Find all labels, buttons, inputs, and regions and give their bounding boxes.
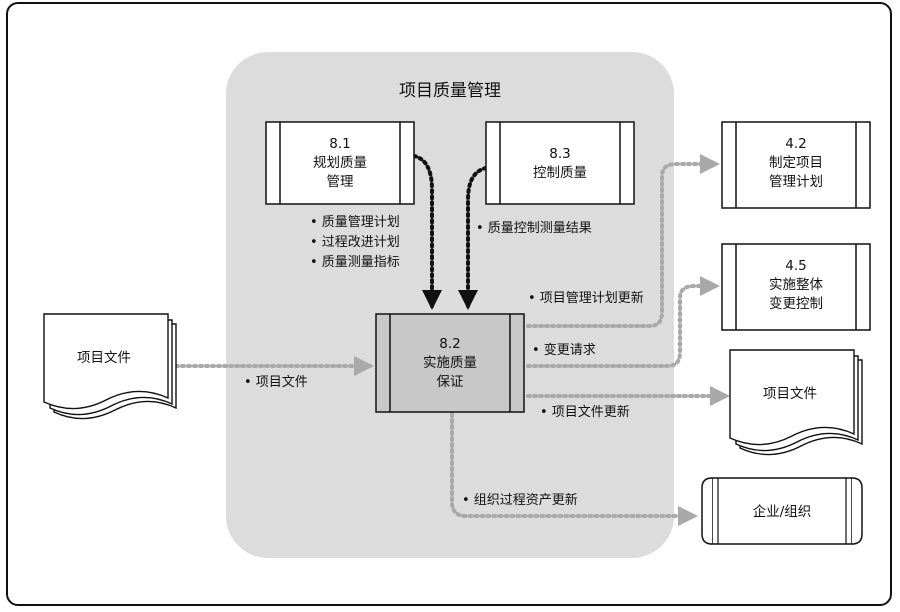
flow-label-change-request: • 变更请求	[532, 342, 596, 358]
panel-title: 项目质量管理	[399, 81, 501, 101]
document-label: 项目文件	[77, 350, 131, 366]
enterprise-label: 企业/组织	[753, 503, 812, 520]
flow-82-to-45	[526, 276, 720, 368]
process-number: 8.3	[549, 146, 570, 162]
flow-label-doc-update: • 项目文件更新	[540, 404, 630, 420]
process-label: 实施整体	[769, 277, 823, 293]
process-label: 实施质量	[423, 355, 477, 371]
process-label: 规划质量	[313, 155, 367, 171]
flow-82-to-42	[526, 154, 720, 328]
enterprise-box[interactable]: 企业/组织	[701, 477, 863, 545]
flow-label-input-docs: • 项目文件	[244, 375, 308, 390]
flow-label-process-improvement: • 过程改进计划	[310, 235, 400, 250]
flow-label-pm-plan-update: • 项目管理计划更新	[528, 290, 644, 306]
process-number: 4.2	[785, 136, 806, 152]
flow-label-quality-metrics: • 质量测量指标	[310, 255, 400, 270]
flow-81-to-82	[412, 154, 442, 310]
flow-label-opa-update: • 组织过程资产更新	[462, 492, 578, 508]
process-label: 控制质量	[533, 165, 587, 181]
process-label: 管理计划	[769, 174, 823, 190]
process-label: 制定项目	[769, 155, 823, 171]
flow-label-control-measurements: • 质量控制测量结果	[476, 221, 592, 236]
process-box-8-3[interactable]: 8.3 控制质量	[485, 121, 635, 205]
process-box-4-5[interactable]: 4.5 实施整体 变更控制	[721, 243, 871, 331]
flow-83-to-82	[458, 166, 488, 310]
process-label: 保证	[437, 374, 464, 390]
input-document-stack[interactable]: 项目文件	[43, 313, 177, 420]
output-document-stack[interactable]: 项目文件	[729, 349, 863, 456]
process-label: 变更控制	[769, 296, 823, 312]
process-box-8-2[interactable]: 8.2 实施质量 保证	[375, 313, 525, 413]
document-label: 项目文件	[763, 386, 817, 402]
process-box-4-2[interactable]: 4.2 制定项目 管理计划	[721, 121, 871, 209]
diagram-frame	[6, 2, 892, 606]
flow-label-quality-plan: • 质量管理计划	[310, 215, 400, 230]
flow-82-to-enterprise	[450, 412, 698, 526]
process-number: 4.5	[785, 258, 806, 274]
process-number: 8.1	[329, 136, 350, 152]
process-number: 8.2	[439, 336, 460, 352]
process-box-8-1[interactable]: 8.1 规划质量 管理	[265, 121, 415, 205]
process-label: 管理	[327, 174, 354, 190]
